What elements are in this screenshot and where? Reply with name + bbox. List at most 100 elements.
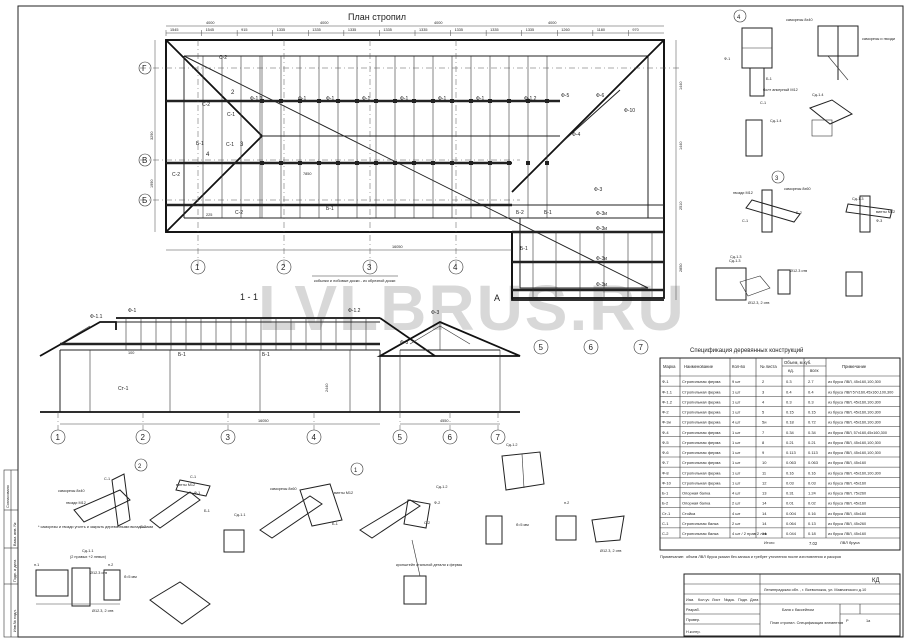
mark-c2-a: С-2 bbox=[219, 55, 227, 61]
tb-sheet-name: План стропил. Спецификация элементов bbox=[770, 621, 843, 625]
mark-f4: Ф-4 bbox=[572, 132, 580, 138]
sec-dim-1: 100 bbox=[128, 351, 134, 355]
spec-cell: из бруса ЛВЛ, 75х260 bbox=[828, 492, 866, 496]
spec-cell: Стропильная ферма bbox=[682, 460, 721, 465]
spec-cell: 14 bbox=[762, 511, 767, 516]
sec-mark-f12: Ф-1.2 bbox=[348, 308, 361, 314]
side-label-1: Согласовано bbox=[6, 485, 10, 508]
spec-cell: из бруса ЛВЛ, 45х160 bbox=[828, 461, 866, 465]
sd11-label-5: п.2 bbox=[108, 563, 113, 567]
spec-cell: 0.31 bbox=[786, 491, 795, 496]
sd11-label-2: Ø12.3, 2 отв bbox=[92, 609, 113, 613]
spec-cell: 2 bbox=[762, 379, 765, 384]
spec-cell: 4 шт bbox=[732, 511, 741, 516]
spec-cell: Стойка bbox=[682, 511, 696, 516]
spec-total-value: 7.02 bbox=[809, 541, 818, 546]
spec-cell: Ф-5 bbox=[662, 440, 669, 445]
spec-cell: Стропильная балка bbox=[682, 521, 719, 526]
spec-title: Спецификация деревянных конструкций bbox=[690, 347, 803, 354]
spec-cell: 8 bbox=[762, 440, 765, 445]
sec-mark-b1-b: Б-1 bbox=[262, 352, 270, 358]
mark-c1-b: С-1 bbox=[226, 142, 234, 148]
mark-f1-c: Ф-1 bbox=[362, 96, 370, 102]
detail-1-num: 1 bbox=[354, 468, 358, 474]
dim-top-1: 1545 bbox=[170, 28, 178, 32]
dim-top-12: 1260 bbox=[561, 28, 569, 32]
spec-cell: из бруса ЛВЛ, 45х260 bbox=[828, 522, 866, 526]
tb-col-3: Лист bbox=[712, 598, 721, 602]
mark-node-2: 2 bbox=[231, 90, 235, 96]
section-axis-5: 5 bbox=[398, 433, 403, 442]
spec-cell: Ф-1.1 bbox=[662, 389, 673, 394]
mark-f3i-b: Ф-3и bbox=[596, 226, 607, 232]
spec-cell: Стропильная ферма bbox=[682, 379, 721, 384]
dim-top-total-4: 4000 bbox=[548, 21, 556, 25]
spec-cell: 5 bbox=[762, 410, 765, 415]
spec-cell: 4 шт / 2 прав 2 лев bbox=[732, 531, 767, 536]
mark-f5: Ф-5 bbox=[561, 93, 569, 99]
spec-note-label: Примечание: bbox=[660, 554, 684, 559]
sec-mark-f1: Ф-1 bbox=[128, 308, 136, 314]
detail-sd12: Сд-1.2 п.2 б=5 мм Ø12.3, 2 отв bbox=[485, 443, 625, 553]
mark-f3i-d: Ф-3и bbox=[596, 282, 607, 288]
spec-cell: 11 bbox=[762, 470, 767, 475]
tb-col-5: Подп. bbox=[738, 598, 748, 602]
dim-top-4: 1335 bbox=[277, 28, 285, 32]
spec-cell: С-2 bbox=[662, 531, 669, 536]
tb-col-1: Изм. bbox=[686, 598, 694, 602]
dim-top-2: 1545 bbox=[206, 28, 214, 32]
tb-role-2: Провер. bbox=[686, 618, 700, 622]
tb-sheet: 1а bbox=[866, 619, 871, 623]
spec-cell: 0.4 bbox=[808, 389, 814, 394]
title-block: КД Ленинградская обл. , г. Всеволожск, у… bbox=[683, 573, 901, 637]
detail-2-note: * саморезы и гвозди уголть и закрыть дер… bbox=[38, 525, 153, 529]
detail-2-label-6: гвозди М12 bbox=[66, 501, 86, 505]
spec-table: Спецификация деревянных конструкций Марк… bbox=[659, 347, 901, 559]
spec-cell: из бруса ЛВЛ, 45х160 bbox=[828, 481, 866, 485]
sd12-label-3: Ø12.3, 2 отв bbox=[600, 549, 621, 553]
spec-cell: из бруса ЛВЛ, 45х160 bbox=[828, 502, 866, 506]
dim-top-6: 1335 bbox=[348, 28, 356, 32]
mark-c1-a: С-1 bbox=[227, 112, 235, 118]
spec-h-unit: ед. bbox=[788, 368, 794, 373]
sec-mark-b1-a: Б-1 bbox=[178, 352, 186, 358]
mark-b1-b: Б-1 bbox=[326, 206, 334, 212]
rafter-lines bbox=[183, 56, 549, 218]
spec-cell: Ф-2 bbox=[662, 410, 669, 415]
detail-4-label-8: Сд-1.4 bbox=[812, 93, 824, 97]
spec-cell: из бруса ЛВЛ, 45х160,100,300 bbox=[828, 400, 881, 404]
mark-f1-b: Ф-1 bbox=[326, 96, 334, 102]
tb-address: Ленинградская обл. , г. Всеволожск, ул. … bbox=[764, 588, 866, 592]
spec-cell: 7 bbox=[762, 430, 765, 435]
spec-cell: Ф-10 bbox=[662, 480, 672, 485]
mark-f1-e: Ф-1 bbox=[438, 96, 446, 102]
spec-h-mark: Марка bbox=[663, 364, 676, 369]
spec-cell: 4 bbox=[762, 399, 765, 404]
spec-cell: из бруса ЛВЛ, 45х160,100,300 bbox=[828, 471, 881, 475]
spec-cell: 0.16 bbox=[808, 511, 817, 516]
spec-cell: 3 bbox=[762, 389, 765, 394]
spec-cell: 13 bbox=[762, 491, 767, 496]
detail-1-label-7: Сд-1.1 bbox=[234, 513, 246, 517]
spec-cell: Ф-8 bbox=[662, 470, 669, 475]
mark-f3i-a: Ф-3и bbox=[596, 211, 607, 217]
section-title: 1 - 1 bbox=[240, 292, 258, 302]
sec-dim-3: 16050 bbox=[258, 419, 269, 423]
spec-cell: 1 шт bbox=[732, 450, 741, 455]
section-a-axis-7: 7 bbox=[639, 343, 644, 352]
spec-h-qty: Кол-во bbox=[732, 364, 746, 369]
spec-h-sheet: № листа bbox=[760, 364, 777, 369]
spec-total-note: ЛВЛ бруса bbox=[840, 540, 860, 545]
section-a-title: А bbox=[494, 293, 500, 303]
watermark: LVLBRUS.RU bbox=[258, 272, 686, 344]
dim-top-7: 1335 bbox=[383, 28, 391, 32]
spec-cell: 0.044 bbox=[786, 531, 797, 536]
sec-dim-4: 4550 bbox=[440, 419, 448, 423]
section-axis-6: 6 bbox=[448, 433, 453, 442]
spec-cell: Стропильная балка bbox=[682, 531, 719, 536]
spec-cell: 9 шт bbox=[732, 379, 741, 384]
section-axis-1: 1 bbox=[56, 433, 61, 442]
row-label-g: Г bbox=[142, 64, 147, 73]
